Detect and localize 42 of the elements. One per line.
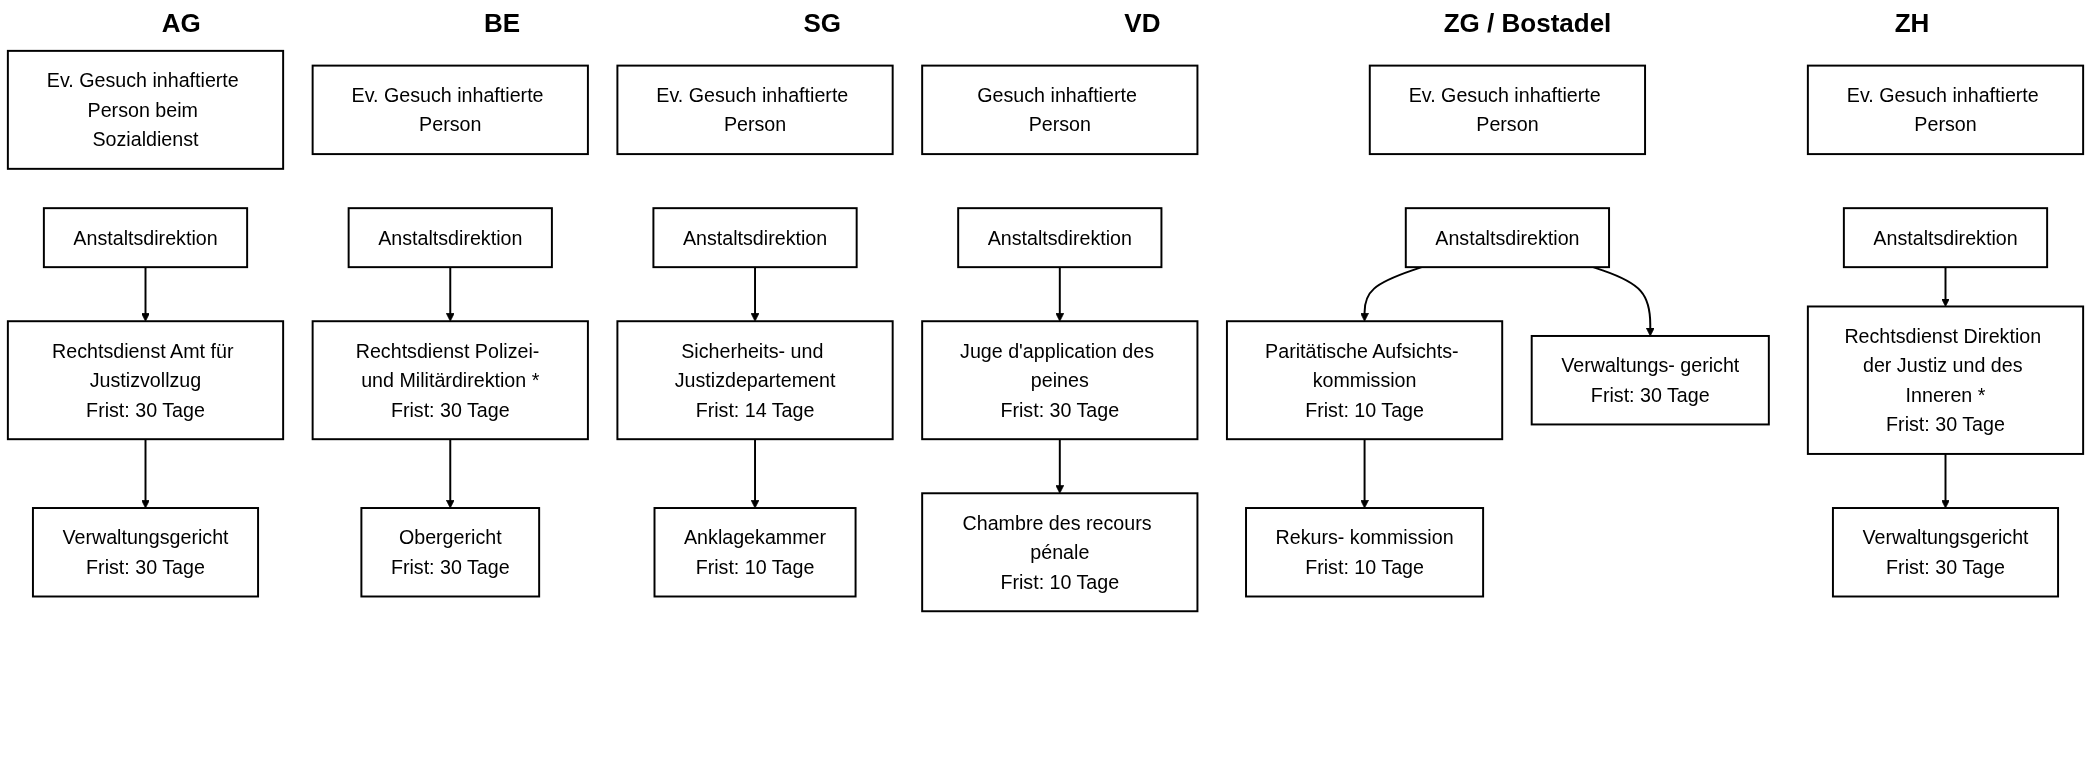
node-box: Juge d'application des peines Frist: 30 Tage [921, 320, 1199, 441]
node-box: Verwaltungsgericht Frist: 30 Tage [1831, 507, 2060, 598]
node-box: Sicherheits- und Justizdepartement Frist: 14 Tage [616, 320, 894, 441]
node-box: Obergericht Frist: 30 Tage [360, 507, 541, 598]
node-box: Anstaltsdirektion [1842, 207, 2049, 269]
node-box: Chambre des recours pénale Frist: 10 Tage [921, 492, 1199, 613]
node-box: Anstaltsdirektion [1404, 207, 1611, 269]
node-box: Ev. Gesuch inhaftierte Person [1368, 64, 1647, 156]
node-box: Rechtsdienst Polizei- und Militärdirektion * Frist: 30 Tage [311, 320, 589, 441]
node-box: Rekurs- kommission Frist: 10 Tage [1245, 507, 1485, 598]
node-box: Anstaltsdirektion [347, 207, 553, 269]
node-box: Rechtsdienst Direktion der Justiz und des Inneren * Frist: 30 Tage [1806, 305, 2085, 455]
column-heading: VD [1124, 8, 1161, 39]
arrow [445, 266, 455, 322]
arrow [141, 266, 150, 322]
node-box: Anklagekammer Frist: 10 Tage [653, 507, 857, 598]
arrow [1055, 266, 1065, 322]
arrow [1941, 266, 1950, 307]
node-box: Anstaltsdirektion [957, 207, 1163, 269]
arrow [141, 438, 150, 509]
node-box: Ev. Gesuch inhaftierte Person beim Sozialdienst [6, 49, 285, 170]
column-heading: SG [803, 8, 841, 39]
arrow [445, 438, 455, 509]
node-box: Ev. Gesuch inhaftierte Person [311, 64, 589, 156]
column-heading: BE [483, 8, 521, 39]
column-heading: ZH [1894, 8, 1930, 39]
column-heading: AG [161, 8, 201, 39]
arrow [1941, 452, 1950, 509]
node-box: Paritätische Aufsichts- kommission Frist: 10 Tage [1225, 320, 1504, 441]
node-box: Ev. Gesuch inhaftierte Person [1806, 64, 2085, 156]
node-box: Ev. Gesuch inhaftierte Person [616, 64, 894, 156]
arrow [1360, 438, 1369, 509]
node-box: Verwaltungs- gericht Frist: 30 Tage [1530, 335, 1770, 426]
node-box: Rechtsdienst Amt für Justizvollzug Frist: 30 Tage [6, 320, 285, 441]
arrow [1055, 438, 1065, 494]
node-box: Anstaltsdirektion [42, 207, 249, 269]
column-heading: ZG / Bostadel [1443, 8, 1612, 39]
node-box: Gesuch inhaftierte Person [921, 64, 1199, 156]
arrow [750, 266, 760, 322]
node-box: Verwaltungsgericht Frist: 30 Tage [31, 507, 260, 598]
node-box: Anstaltsdirektion [652, 207, 858, 269]
arrow [750, 438, 760, 509]
